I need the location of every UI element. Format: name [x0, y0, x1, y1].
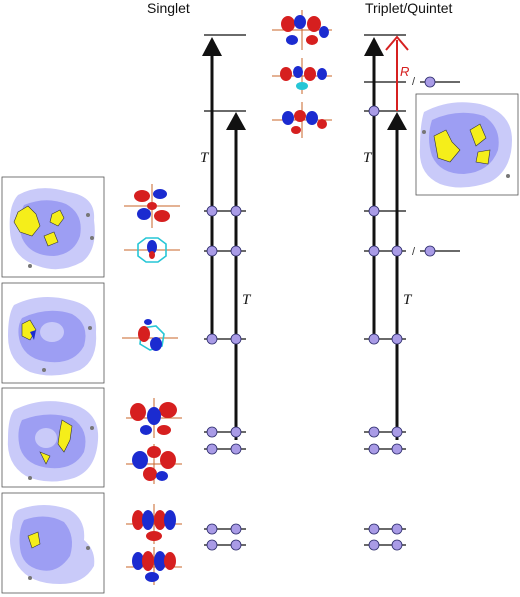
electron	[368, 523, 380, 535]
electron	[230, 205, 242, 217]
triplet-arrows	[364, 35, 409, 440]
electron	[424, 245, 436, 257]
r-label: R	[400, 64, 409, 79]
density-panel-right	[415, 93, 519, 196]
electron	[206, 426, 218, 438]
electron	[230, 333, 242, 345]
electron	[206, 333, 218, 345]
electron	[368, 426, 380, 438]
slash-lower: /	[412, 246, 416, 258]
singlet-t-label-lower: T	[242, 292, 252, 308]
electron	[391, 539, 403, 551]
singlet-heading: Singlet	[147, 0, 190, 16]
electron	[368, 205, 380, 217]
electron	[368, 105, 380, 117]
triplet-arrow-left-head	[364, 37, 384, 56]
electron	[391, 333, 403, 345]
electron	[206, 539, 218, 551]
density-panel-3	[1, 387, 105, 488]
slash-upper: /	[412, 76, 416, 88]
singlet-levels	[204, 34, 246, 546]
electron	[424, 76, 436, 88]
electron	[206, 523, 218, 535]
density-panel-1	[1, 176, 105, 278]
singlet-arrow-left-head	[202, 37, 222, 56]
singlet-t-label-upper: T	[200, 150, 210, 166]
electron	[230, 443, 242, 455]
electron	[368, 539, 380, 551]
triplet-electrons	[368, 76, 436, 551]
electron	[206, 245, 218, 257]
orbital-excited-2	[272, 58, 332, 94]
singlet-arrows	[202, 37, 246, 440]
orbital-singlet-4	[126, 398, 182, 438]
electron	[368, 245, 380, 257]
electron	[391, 443, 403, 455]
electron	[391, 523, 403, 535]
singlet-electrons	[206, 205, 242, 551]
density-panel-4	[1, 492, 105, 594]
orbital-singlet-7	[126, 547, 182, 585]
orbital-singlet-6	[126, 504, 182, 544]
density-panel-2	[1, 282, 105, 384]
electron	[230, 245, 242, 257]
electron	[206, 443, 218, 455]
r-arrow-head	[385, 35, 409, 51]
orbital-singlet-2	[124, 237, 180, 263]
electron	[368, 333, 380, 345]
triplet-arrow-right-head	[387, 112, 407, 130]
orbital-excited-3	[272, 102, 332, 138]
electron	[391, 245, 403, 257]
triplet-t-label-upper: T	[363, 150, 373, 166]
electron	[368, 443, 380, 455]
singlet-arrow-right-head	[226, 112, 246, 130]
triplet-quintet-heading: Triplet/Quintet	[365, 0, 453, 16]
electron	[230, 426, 242, 438]
electron	[206, 205, 218, 217]
orbital-singlet-5	[126, 444, 182, 484]
electron	[230, 539, 242, 551]
orbital-singlet-3	[122, 319, 178, 351]
orbital-excited-1	[272, 10, 332, 50]
electron	[230, 523, 242, 535]
triplet-t-label-lower: T	[403, 292, 413, 308]
electron	[391, 426, 403, 438]
orbital-singlet-1	[124, 184, 180, 228]
